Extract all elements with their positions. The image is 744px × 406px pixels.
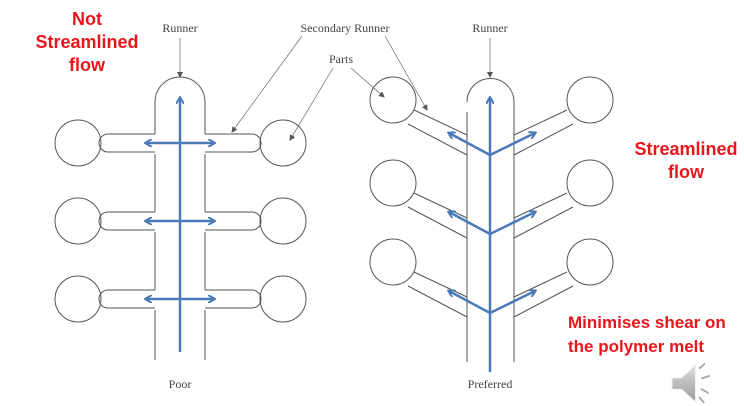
annotation-line: Minimises shear on	[568, 313, 726, 332]
runner-label-left: Runner	[162, 21, 198, 35]
minimises-shear-annotation: Minimises shear on the polymer melt	[568, 311, 726, 359]
annotation-line: the polymer melt	[568, 337, 705, 356]
streamlined-annotation: Streamlined flow	[634, 138, 737, 184]
poor-label: Poor	[168, 377, 192, 391]
secondary-runner-label: Secondary Runner	[300, 21, 390, 35]
parts-label: Parts	[329, 52, 353, 66]
preferred-label: Preferred	[467, 377, 513, 391]
annotation-line: flow	[68, 55, 105, 75]
preferred-layout	[369, 76, 614, 362]
poor-layout	[54, 76, 307, 360]
speaker-icon[interactable]	[671, 363, 711, 404]
not-streamlined-annotation: Not Streamlined flow	[35, 8, 138, 77]
annotation-line: Streamlined	[35, 32, 139, 52]
annotation-line: Not	[71, 9, 102, 29]
leader-lines	[177, 35, 493, 141]
annotation-line: flow	[667, 162, 704, 182]
annotation-line: Streamlined	[634, 139, 738, 159]
flow-arrows	[146, 98, 535, 372]
runner-label-right: Runner	[472, 21, 508, 35]
